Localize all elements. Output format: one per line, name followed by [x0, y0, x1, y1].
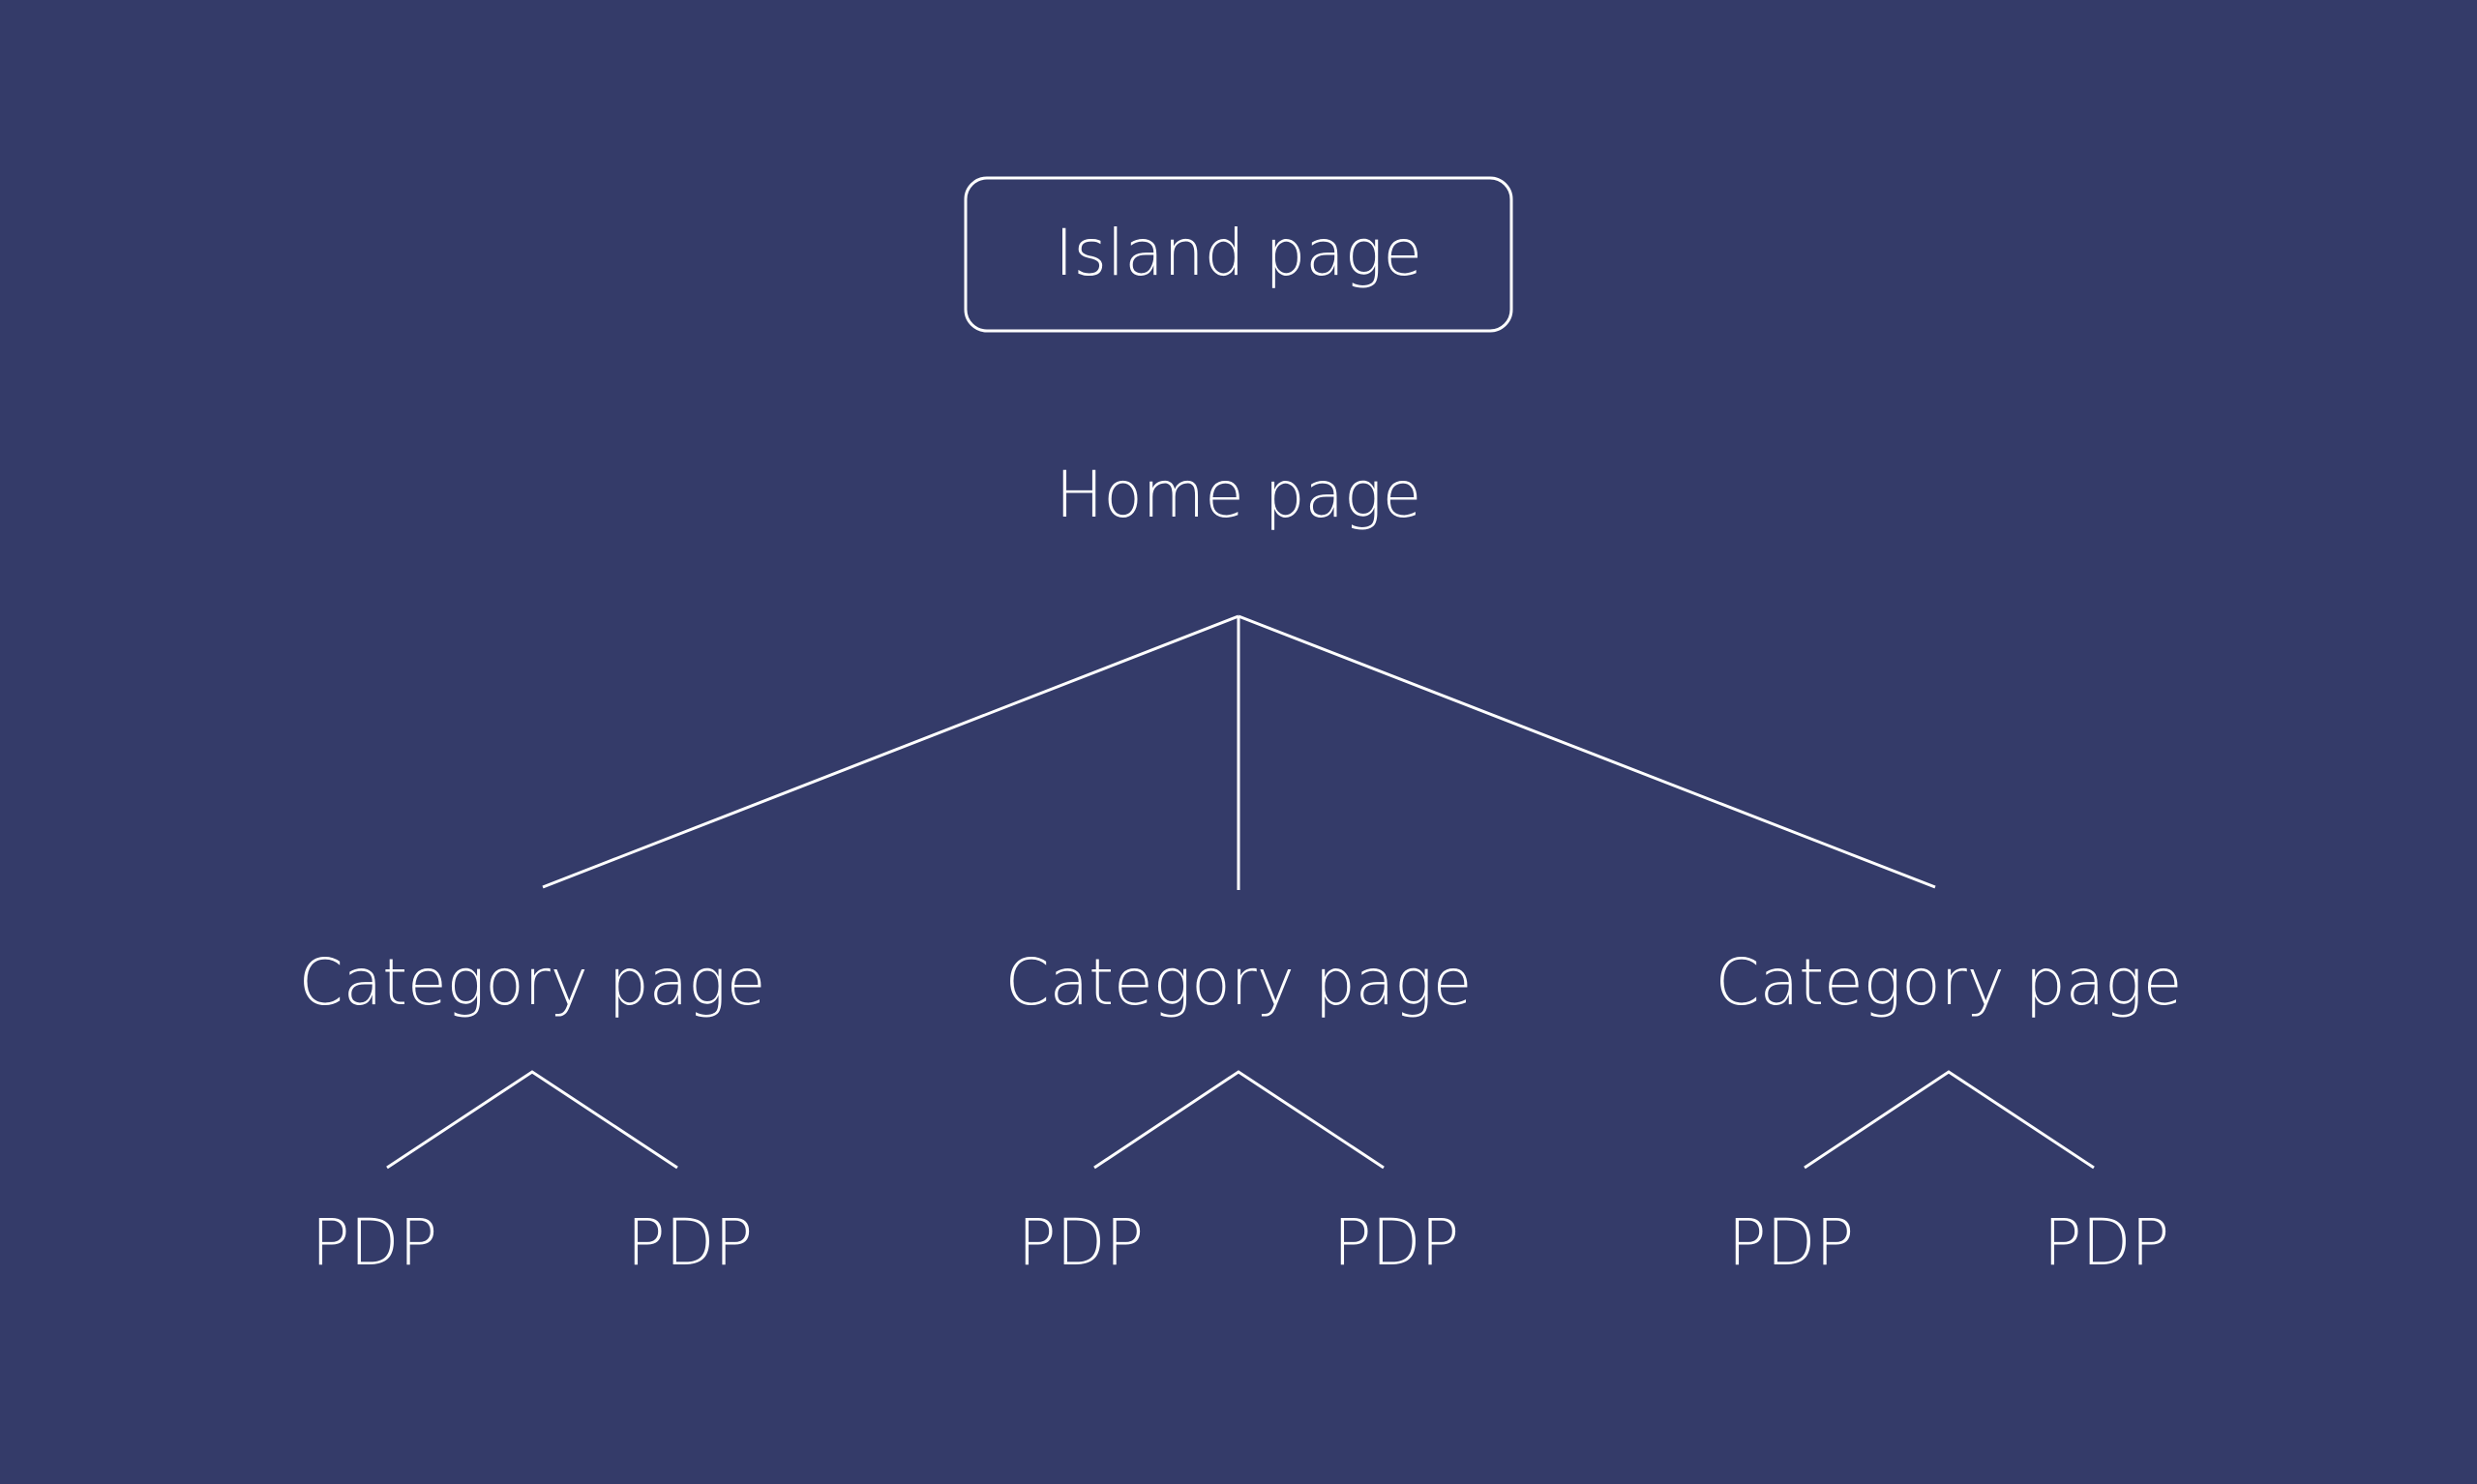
home-page-label: Home page: [1056, 458, 1421, 532]
island-page-box: [964, 176, 1513, 333]
edge-category-2-pdps: [1093, 1070, 1385, 1170]
island-page-label: Island page: [1055, 216, 1422, 290]
edge-category-1-pdps: [386, 1070, 678, 1170]
edge-category-3-pdps: [1804, 1070, 2095, 1170]
pdp-label-2-2: PDP: [1333, 1205, 1459, 1280]
pdp-label-1-1: PDP: [312, 1205, 437, 1280]
pdp-label-3-2: PDP: [2044, 1205, 2169, 1280]
edge-home-category-1: [542, 614, 1239, 889]
pdp-label-1-2: PDP: [627, 1205, 753, 1280]
category-page-label-1: Category page: [299, 945, 766, 1020]
edge-home-category-3: [1238, 614, 1936, 889]
pdp-label-3-1: PDP: [1728, 1205, 1854, 1280]
pdp-label-2-1: PDP: [1018, 1205, 1144, 1280]
category-page-label-2: Category page: [1005, 945, 1473, 1020]
category-page-label-3: Category page: [1716, 945, 2183, 1020]
